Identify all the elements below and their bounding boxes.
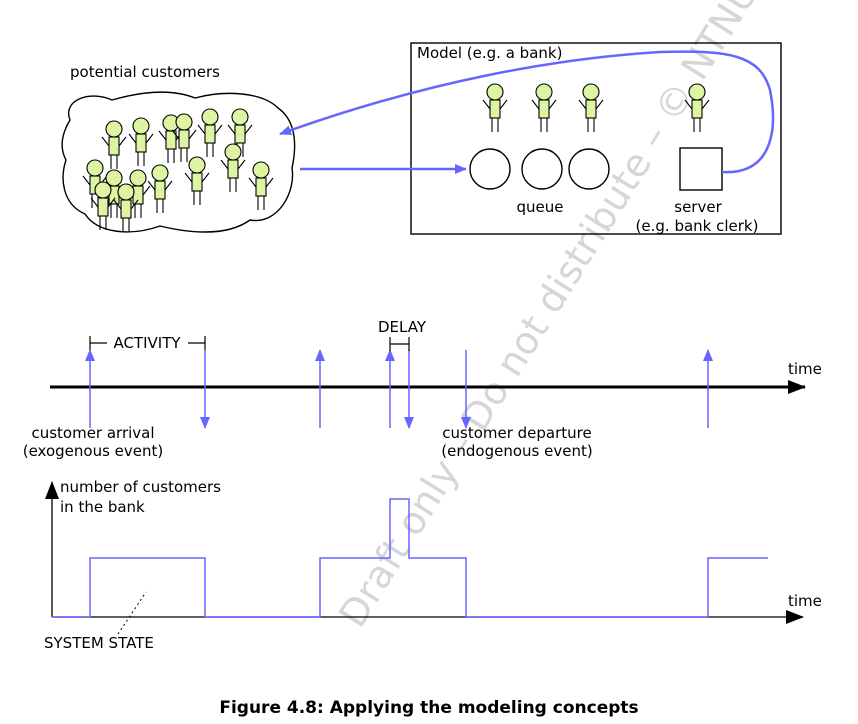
state-label-leader bbox=[117, 591, 147, 635]
waiting-customer bbox=[482, 83, 508, 132]
server-label: server bbox=[674, 198, 722, 216]
activity-span: ACTIVITY bbox=[89, 334, 206, 352]
server-box bbox=[679, 147, 723, 191]
model-box: Model (e.g. a bank) queue server (e.g. b… bbox=[410, 42, 782, 235]
customer-population: potential customers bbox=[61, 63, 296, 233]
population-label: potential customers bbox=[70, 63, 220, 81]
arrival-sublabel: (exogenous event) bbox=[23, 442, 164, 460]
waiting-customer bbox=[578, 83, 604, 132]
waiting-customers bbox=[482, 83, 604, 132]
activity-label: ACTIVITY bbox=[113, 334, 181, 352]
potential-customer bbox=[184, 156, 210, 205]
delay-label: DELAY bbox=[378, 318, 427, 336]
potential-customer bbox=[171, 113, 197, 162]
queue-label: queue bbox=[517, 198, 564, 216]
state-step-line bbox=[52, 498, 768, 618]
potential-customer bbox=[82, 159, 108, 208]
arrival-label: customer arrival bbox=[31, 424, 154, 442]
departure-flow-arrow bbox=[279, 50, 775, 174]
potential-customer bbox=[197, 108, 223, 157]
queue bbox=[469, 148, 610, 190]
timeline-axis-label: time bbox=[788, 360, 822, 378]
potential-customer bbox=[113, 183, 139, 232]
server-sublabel: (e.g. bank clerk) bbox=[636, 217, 759, 235]
queue-slot bbox=[568, 148, 610, 190]
potential-customer bbox=[220, 143, 246, 192]
potential-customer bbox=[128, 117, 154, 166]
state-ylabel-line1: number of customers bbox=[60, 478, 221, 496]
customer-crowd bbox=[82, 108, 274, 232]
potential-customer bbox=[248, 161, 274, 210]
served-customer bbox=[684, 83, 710, 132]
queue-slot bbox=[521, 148, 563, 190]
departure-sublabel: (endogenous event) bbox=[441, 442, 592, 460]
waiting-customer bbox=[531, 83, 557, 132]
queue-slot bbox=[469, 148, 511, 190]
delay-span: DELAY bbox=[378, 318, 427, 351]
state-plot: number of customers in the bank time SYS… bbox=[44, 478, 822, 652]
model-frame bbox=[410, 42, 782, 235]
state-xlabel: time bbox=[788, 592, 822, 610]
model-title: Model (e.g. a bank) bbox=[417, 44, 562, 62]
potential-customer bbox=[101, 120, 127, 169]
potential-customer bbox=[125, 169, 151, 218]
potential-customer bbox=[147, 164, 173, 213]
departure-label: customer departure bbox=[442, 424, 592, 442]
state-ylabel-line2: in the bank bbox=[60, 498, 145, 516]
potential-customer bbox=[90, 181, 116, 230]
state-label: SYSTEM STATE bbox=[44, 634, 154, 652]
event-timeline: time ACTIVITY DELAY customer arrival (ex… bbox=[23, 318, 822, 460]
event-arrows bbox=[85, 349, 713, 429]
figure-caption: Figure 4.8: Applying the modeling concep… bbox=[219, 698, 638, 718]
served-customer bbox=[684, 83, 710, 132]
potential-customer bbox=[227, 108, 253, 157]
